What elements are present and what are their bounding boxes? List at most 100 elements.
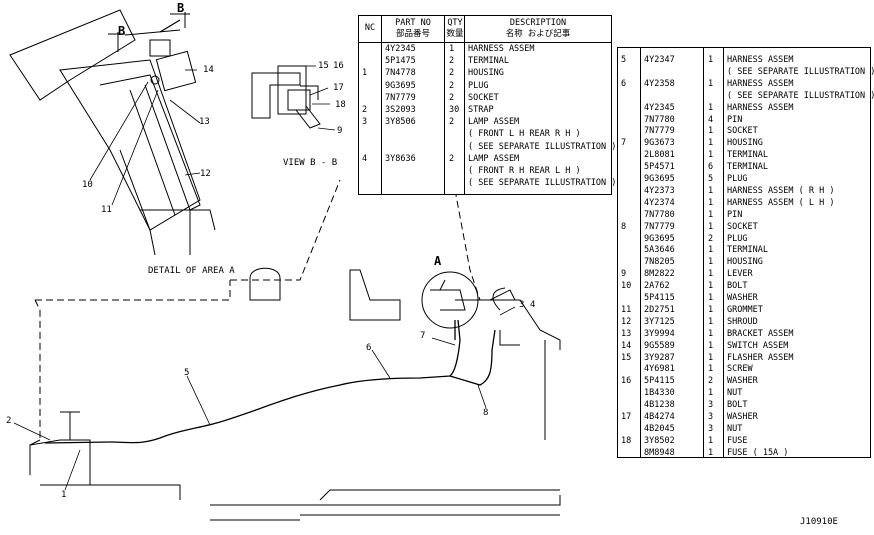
cell-desc: TERMINAL [727,245,768,256]
cell-qty: 1 [708,245,714,256]
table-row: ( FRONT L H REAR R H ) [359,129,611,139]
cell-part: 7N4778 [385,68,416,79]
cell-qty: 3 [708,400,714,411]
header-part-no-jp: 部品番号 [395,29,430,39]
callout-8: 8 [483,408,489,418]
machine-outline [29,179,561,521]
callout-14: 14 [203,65,214,75]
cell-desc: SOCKET [727,126,758,137]
section-marker-b-2: B [177,1,185,15]
cell-desc: STRAP [468,105,494,115]
cell-desc: FUSE [727,435,748,446]
cell-part: 1B4330 [644,388,675,399]
cell-part: 9G5589 [644,340,675,351]
cell-part: 4Y2345 [644,102,675,113]
cell-nc: 12 [621,316,632,327]
cell-desc: LAMP ASSEM [468,153,520,164]
cell-desc: ( FRONT R H REAR L H ) [468,166,581,176]
cell-nc: 3 [362,117,368,128]
cell-desc: SOCKET [727,221,758,232]
cell-desc: HARNESS ASSEM ( L H ) [727,197,835,208]
cell-qty: 30 [449,105,460,115]
cell-qty: 1 [708,328,714,339]
cell-part: 9G3695 [644,233,675,244]
cell-qty: 6 [708,162,714,173]
cell-qty: 4 [708,114,714,125]
cell-desc: HOUSING [727,257,763,268]
cell-part: 3Y9994 [644,328,675,339]
cell-part: 4Y2347 [644,55,675,65]
cell-qty: 2 [449,92,455,103]
view-bb-drawing [251,65,321,129]
view-bb-caption: VIEW B - B [283,158,338,168]
callout-6: 6 [366,343,372,353]
cell-part: 4Y2358 [644,78,675,89]
cell-desc: BRACKET ASSEM [727,328,794,339]
table-row: 4Y2373 1 HARNESS ASSEM ( R H ) [618,186,870,196]
cell-nc: 18 [621,435,632,446]
cell-qty: 2 [449,68,455,79]
table-row: 1B4330 1 NUT [618,388,870,398]
cell-qty: 2 [708,376,714,387]
cell-qty: 1 [708,269,714,280]
table-row: ( SEE SEPARATE ILLUSTRATION ) [618,67,874,77]
callout-18: 18 [335,100,346,110]
cell-nc: 5 [621,55,627,65]
cell-part: 7N8205 [644,257,675,268]
cell-part: 5P4115 [644,376,675,387]
cell-qty: 1 [708,388,714,399]
upper-parts-table: NC PART NO 部品番号 QTY 数量 DESCRIPTION 名称 およ… [358,15,616,195]
cell-qty: 1 [708,304,714,315]
callout-10: 10 [82,180,93,190]
cell-part: 2A762 [644,281,670,292]
cell-desc: PLUG [468,80,489,91]
header-qty: QTY [447,18,463,28]
cell-part: 7N7779 [385,92,416,103]
area-a-marker: A [434,254,442,268]
section-marker-b-1: B [118,24,126,38]
cell-qty: 1 [708,185,714,196]
cell-desc: WASHER [727,412,758,422]
cell-nc: 9 [621,269,627,280]
header-part-no: PART NO [395,18,431,28]
cell-qty: 1 [708,447,714,458]
cell-desc: NUT [727,388,743,399]
cell-qty: 1 [708,435,714,446]
cell-qty: 1 [708,340,714,351]
cell-desc: LEVER [727,269,753,280]
header-qty-jp: 数量 [446,29,464,39]
cell-desc: PLUG [727,233,748,244]
cell-qty: 2 [449,153,455,164]
cell-desc: HARNESS ASSEM ( R H ) [727,185,835,196]
cell-part: 9G3695 [644,174,675,184]
cell-part: 7N7780 [644,114,675,125]
cell-part: 4B4274 [644,412,675,422]
cell-desc: ( SEE SEPARATE ILLUSTRATION ) [468,141,617,152]
cell-part: 2L8081 [644,150,675,161]
cell-desc: HOUSING [727,138,763,149]
header-description-jp: 名称 および記事 [505,29,571,39]
cell-part: 4Y6981 [644,364,675,375]
cell-desc: TERMINAL [468,56,509,67]
cell-desc: SWITCH ASSEM [727,340,789,351]
cell-part: 4Y2373 [644,185,675,196]
callout-17: 17 [333,83,344,93]
cell-desc: PIN [727,209,743,220]
cell-qty: 1 [708,197,714,208]
